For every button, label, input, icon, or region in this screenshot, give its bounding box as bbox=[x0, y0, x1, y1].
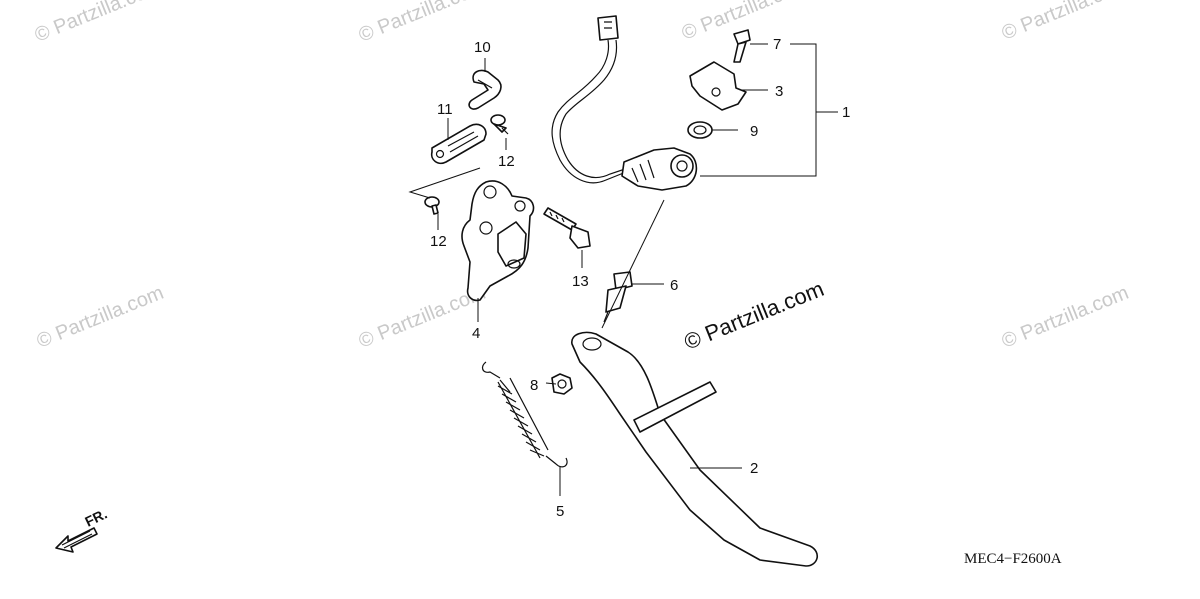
part-12-bolt-lower bbox=[424, 196, 440, 215]
part-9-washer bbox=[687, 121, 713, 139]
callout-7: 7 bbox=[773, 36, 781, 53]
part-10-clip bbox=[468, 69, 502, 110]
watermark-main: © Partzilla.com bbox=[681, 276, 828, 355]
callout-10: 10 bbox=[474, 39, 491, 56]
callout-4: 4 bbox=[472, 325, 480, 342]
front-indicator: FR. bbox=[55, 505, 110, 553]
watermark-layer: © Partzilla.com © Partzilla.com © Partzi… bbox=[32, 0, 1132, 355]
callout-9: 9 bbox=[750, 123, 758, 140]
part-11-plate bbox=[430, 123, 487, 165]
callout-labels: 1 2 3 4 5 6 7 8 9 10 11 12 12 13 bbox=[430, 36, 850, 520]
callout-3: 3 bbox=[775, 83, 783, 100]
watermark-top-right: © Partzilla.com bbox=[999, 0, 1132, 45]
part-1-sidestand-switch bbox=[551, 15, 698, 191]
callout-12-upper: 12 bbox=[498, 153, 515, 170]
part-13-bolt bbox=[543, 207, 591, 249]
callout-2: 2 bbox=[750, 460, 758, 477]
callout-6: 6 bbox=[670, 277, 678, 294]
callout-12-lower: 12 bbox=[430, 233, 447, 250]
part-12-bolt-upper bbox=[490, 114, 509, 135]
front-label: FR. bbox=[82, 505, 109, 529]
callout-1: 1 bbox=[842, 104, 850, 121]
part-3-plate bbox=[689, 61, 747, 111]
part-5-spring bbox=[481, 361, 568, 468]
diagram-code: MEC4−F2600A bbox=[964, 551, 1062, 567]
watermark-mid-right: © Partzilla.com bbox=[999, 282, 1132, 353]
part-2-side-stand bbox=[571, 331, 818, 567]
part-8-nut bbox=[551, 373, 573, 395]
front-arrow-icon bbox=[55, 527, 98, 553]
callout-11: 11 bbox=[437, 101, 453, 118]
leader-lines bbox=[408, 43, 838, 496]
watermark-top-center: © Partzilla.com bbox=[356, 0, 489, 47]
callout-5: 5 bbox=[556, 503, 564, 520]
callout-13: 13 bbox=[572, 273, 589, 290]
watermark-mid-left: © Partzilla.com bbox=[34, 282, 167, 353]
callout-8: 8 bbox=[530, 377, 538, 394]
part-7-screw bbox=[733, 29, 751, 63]
part-4-bracket bbox=[461, 180, 535, 302]
watermark-top-left: © Partzilla.com bbox=[32, 0, 165, 47]
